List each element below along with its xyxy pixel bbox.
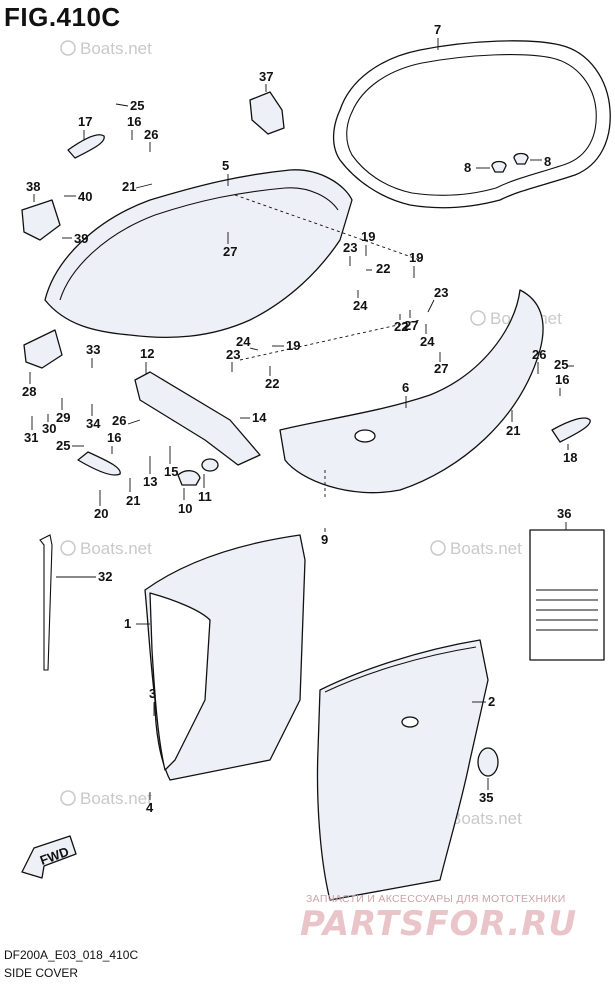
part-10-cap [177, 470, 201, 486]
callout: 27 [404, 318, 418, 333]
watermark-text: Boats.net [80, 789, 152, 808]
part-11-ring [201, 458, 219, 472]
figure-code: DF200A_E03_018_410C [4, 948, 139, 962]
callout: 8 [544, 154, 551, 169]
part-12-bracket [134, 371, 261, 466]
brand-tagline: ЗАПЧАСТИ И АКСЕССУАРЫ ДЛЯ МОТОТЕХНИКИ [306, 893, 566, 905]
callout: 23 [434, 285, 448, 300]
figure-title: FIG.410C [4, 2, 121, 32]
callout: 1 [124, 616, 131, 631]
watermark-text: Boats.net [80, 539, 152, 558]
part-1-lower-cover-front [149, 592, 211, 771]
callout: 22 [376, 261, 390, 276]
callout: 35 [479, 790, 493, 805]
callout-labels: 1 2 3 4 5 6 7 8 8 9 10 11 12 13 14 15 16… [22, 22, 577, 815]
callout: 13 [143, 474, 157, 489]
callout: 5 [222, 158, 229, 173]
callout: 31 [24, 430, 38, 445]
callout: 8 [464, 160, 471, 175]
part-5-upper-cover-rim [59, 187, 339, 301]
callout: 19 [409, 250, 423, 265]
callout: 36 [557, 506, 571, 521]
callout: 30 [42, 421, 56, 436]
callout: 11 [198, 489, 212, 504]
part-8-grommet [491, 160, 507, 173]
part-5-upper-cover [44, 169, 353, 338]
callout: 17 [78, 114, 92, 129]
callout: 39 [74, 231, 88, 246]
callout: 24 [353, 298, 368, 313]
callout: 2 [488, 694, 495, 709]
part-18-grip [551, 417, 591, 443]
figure-caption: SIDE COVER [4, 966, 79, 980]
callout: 40 [78, 189, 92, 204]
callout: 6 [402, 380, 409, 395]
watermark-group: Boats.net Boats.net Boats.net Boats.net … [60, 39, 562, 828]
part-8-grommet [513, 152, 529, 165]
part-17-grip [67, 134, 105, 159]
callout: 25 [56, 438, 70, 453]
part-38-boot [21, 199, 61, 241]
callout: 12 [140, 346, 154, 361]
callout: 26 [532, 347, 546, 362]
part-2-grommet-hole [401, 716, 419, 728]
brand-logo: PARTSFOR.RU [300, 904, 578, 944]
callout: 23 [343, 240, 357, 255]
watermark-text: Boats.net [450, 809, 522, 828]
callout: 21 [506, 423, 520, 438]
callout: 37 [259, 69, 273, 84]
part-6-right-cover [279, 289, 544, 494]
callout: 14 [252, 410, 267, 425]
callout: 3 [149, 686, 156, 701]
callout: 22 [394, 319, 408, 334]
part-7-seal [332, 40, 611, 209]
callout: 24 [420, 334, 435, 349]
callout: 20 [94, 506, 108, 521]
callout: 29 [56, 410, 70, 425]
part-6-grommet-hole [354, 429, 376, 443]
callout: 25 [130, 98, 144, 113]
callout: 21 [126, 493, 140, 508]
callout: 22 [265, 376, 279, 391]
callout: 16 [127, 114, 141, 129]
callout: 34 [86, 416, 101, 431]
part-2-lower-cover [316, 639, 489, 901]
callout: 4 [146, 800, 154, 815]
callout: 19 [361, 229, 375, 244]
callout: 7 [434, 22, 441, 37]
callout: 19 [286, 338, 300, 353]
watermark-text: Boats.net [450, 539, 522, 558]
callout: 23 [226, 347, 240, 362]
part-37-plug [249, 91, 285, 135]
part-32-tool [39, 534, 53, 671]
callout: 27 [434, 361, 448, 376]
part-20-grip [77, 451, 121, 476]
callout: 25 [554, 357, 568, 372]
callout: 18 [563, 450, 577, 465]
callout: 26 [144, 127, 158, 142]
callout: 27 [223, 244, 237, 259]
callout: 9 [321, 532, 328, 547]
callout: 33 [86, 342, 100, 357]
callout: 16 [107, 430, 121, 445]
part-36-label [529, 529, 605, 661]
part-35-grommet [477, 747, 499, 777]
callout: 10 [178, 501, 192, 516]
callout: 32 [98, 569, 112, 584]
part-28-nozzle [23, 329, 63, 369]
callout: 38 [26, 179, 40, 194]
callout: 15 [164, 464, 178, 479]
callout: 16 [555, 372, 569, 387]
fwd-arrow-icon: FWD [21, 835, 77, 879]
callout: 26 [112, 413, 126, 428]
watermark-text: Boats.net [80, 39, 152, 58]
callout: 21 [122, 179, 136, 194]
part-2-lower-cover-rim [324, 646, 477, 693]
callout: 24 [236, 334, 251, 349]
callout: 28 [22, 384, 36, 399]
part-7-seal-inner [346, 54, 597, 196]
